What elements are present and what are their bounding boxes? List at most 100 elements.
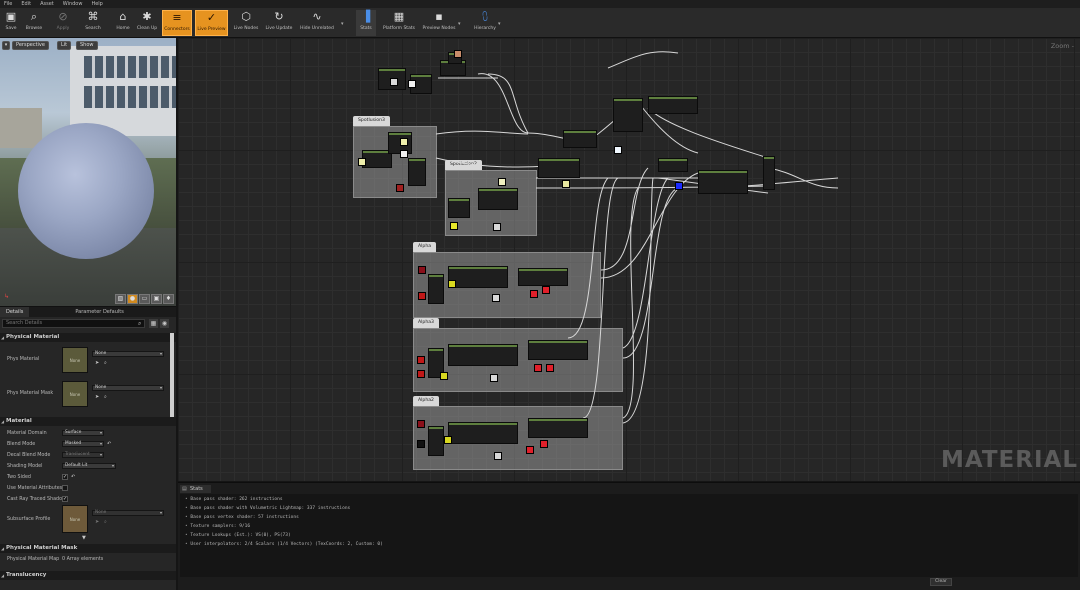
search-icon: ⌕ <box>138 320 142 327</box>
save-button[interactable]: ▣ Save <box>2 10 20 36</box>
phys-material-mask-thumbnail[interactable]: None <box>62 381 88 407</box>
clear-button[interactable]: Clear <box>930 578 952 586</box>
expand-chevron-icon[interactable]: ▼ <box>82 535 86 541</box>
material-node[interactable] <box>563 130 597 148</box>
details-search-input[interactable]: Search Details <box>2 319 145 328</box>
material-domain-dropdown[interactable]: Surface <box>62 430 104 436</box>
cube-preview-icon[interactable]: ▣ <box>151 294 162 304</box>
material-node[interactable] <box>362 150 392 168</box>
section-physical-material[interactable]: Physical Material <box>0 333 176 342</box>
reset-to-default-icon[interactable]: ↶ <box>71 474 76 480</box>
texture-sample-swatch <box>526 446 534 454</box>
apply-button[interactable]: ⊘ Apply <box>56 10 70 31</box>
comment-title[interactable]: Spotlusion3 <box>353 116 390 126</box>
material-node[interactable] <box>538 158 580 178</box>
home-button[interactable]: ⌂ Home <box>116 10 130 31</box>
lit-button[interactable]: Lit <box>57 41 72 50</box>
phys-material-thumbnail[interactable]: None <box>62 347 88 373</box>
sphere-preview-icon[interactable]: ● <box>127 294 138 304</box>
live-preview-button[interactable]: ✓ Live Preview <box>195 10 228 36</box>
live-update-button[interactable]: ↻ Live Update <box>265 10 293 31</box>
material-node[interactable] <box>428 426 444 456</box>
preview-nodes-button[interactable]: ▪ Preview Nodes <box>422 10 456 31</box>
wire <box>637 101 699 154</box>
wire <box>600 172 699 279</box>
search-button[interactable]: ⌘ Search <box>85 10 101 31</box>
material-node[interactable] <box>408 158 426 186</box>
comment-title[interactable]: Alpha <box>413 242 437 252</box>
two-sided-checkbox[interactable]: ✓ <box>62 474 68 480</box>
material-node[interactable] <box>448 266 508 288</box>
live-nodes-button[interactable]: ⬡ Live Nodes <box>233 10 259 31</box>
blend-mode-dropdown[interactable]: Masked <box>62 441 104 447</box>
material-node[interactable] <box>528 340 588 360</box>
eye-icon[interactable]: ◉ <box>160 319 169 328</box>
tab-details[interactable]: Details <box>0 307 30 317</box>
menu-asset[interactable]: Asset <box>40 1 54 7</box>
preview-viewport[interactable]: ▾ Perspective Lit Show ↳ ▧ ● ▭ ▣ ♦ <box>0 38 176 306</box>
material-node[interactable] <box>448 198 470 218</box>
decal-blend-mode-dropdown[interactable]: Translucent <box>62 452 104 458</box>
show-button[interactable]: Show <box>76 41 98 50</box>
tab-parameter-defaults[interactable]: Parameter Defaults <box>75 309 124 315</box>
shading-model-dropdown[interactable]: Default Lit <box>62 463 116 469</box>
comment-title[interactable]: Alpha2 <box>413 396 439 406</box>
material-node[interactable] <box>428 274 444 304</box>
use-selected-arrow-icon[interactable]: ➤ <box>95 360 100 366</box>
menu-file[interactable]: File <box>4 1 13 7</box>
comment-title[interactable]: Alpha3 <box>413 318 439 328</box>
platform-stats-button[interactable]: ▦ Platform Stats <box>383 10 415 31</box>
tab-stats[interactable]: Stats <box>180 485 211 493</box>
subsurface-profile-thumbnail[interactable]: None <box>62 505 88 533</box>
hide-unrelated-dropdown-icon[interactable]: ▾ <box>341 21 344 27</box>
browse-asset-icon[interactable]: ⌕ <box>104 519 107 525</box>
cast-ray-traced-shadow-checkbox[interactable]: ✓ <box>62 496 68 502</box>
preview-nodes-dropdown-icon[interactable]: ▾ <box>458 21 461 27</box>
hierarchy-button[interactable]: ⩇ Hierarchy <box>474 10 496 31</box>
viewport-menu-icon[interactable]: ▾ <box>2 41 10 50</box>
material-node[interactable] <box>698 170 748 194</box>
browse-button[interactable]: ⌕ Browse <box>25 10 43 31</box>
section-translucency[interactable]: Translucency <box>0 571 176 580</box>
use-selected-arrow-icon[interactable]: ➤ <box>95 519 100 525</box>
material-node[interactable] <box>518 268 568 286</box>
browse-asset-icon[interactable]: ⌕ <box>104 360 107 366</box>
material-node[interactable] <box>478 188 518 210</box>
material-node[interactable] <box>648 96 698 114</box>
material-output-node[interactable] <box>763 156 775 190</box>
phys-material-mask-dropdown[interactable]: None <box>92 385 164 391</box>
material-node[interactable] <box>528 418 588 438</box>
phys-material-dropdown[interactable]: None <box>92 351 164 357</box>
material-node[interactable] <box>448 344 518 366</box>
material-graph-canvas[interactable]: Zoom - Spotlusion3 Spotlusion2 Alpha Alp… <box>178 38 1080 481</box>
material-node[interactable] <box>448 422 518 444</box>
wire <box>477 73 529 134</box>
comment-title[interactable]: Spotlusion2 <box>445 160 482 170</box>
clean-up-button[interactable]: ✱ Clean Up <box>136 10 158 31</box>
subsurface-profile-dropdown[interactable]: None <box>92 510 164 516</box>
hierarchy-dropdown-icon[interactable]: ▾ <box>498 21 501 27</box>
property-matrix-icon[interactable]: ▦ <box>149 319 158 328</box>
menu-edit[interactable]: Edit <box>21 1 32 7</box>
material-node[interactable] <box>658 158 688 172</box>
section-material[interactable]: Material <box>0 417 176 426</box>
cylinder-preview-icon[interactable]: ▧ <box>115 294 126 304</box>
hide-unrelated-button[interactable]: ∿ Hide Unrelated <box>300 10 334 31</box>
browse-asset-icon[interactable]: ⌕ <box>104 394 107 400</box>
menu-help[interactable]: Help <box>91 1 103 7</box>
use-selected-arrow-icon[interactable]: ➤ <box>95 394 100 400</box>
reset-to-default-icon[interactable]: ↶ <box>107 441 112 447</box>
apply-icon: ⊘ <box>58 10 68 23</box>
teapot-preview-icon[interactable]: ♦ <box>163 294 174 304</box>
menu-window[interactable]: Window <box>62 1 83 7</box>
connectors-button[interactable]: ≡ Connectors <box>162 10 192 36</box>
material-node[interactable] <box>428 348 444 378</box>
stats-button[interactable]: ▐ Stats <box>356 10 376 36</box>
stat-line: Base pass shader: 262 instructions <box>185 497 282 502</box>
section-physical-material-mask[interactable]: Physical Material Mask <box>0 544 176 553</box>
details-scrollbar[interactable] <box>170 333 174 417</box>
use-material-attributes-checkbox[interactable] <box>62 485 68 491</box>
material-node[interactable] <box>613 98 643 132</box>
plane-preview-icon[interactable]: ▭ <box>139 294 150 304</box>
perspective-button[interactable]: Perspective <box>12 41 49 50</box>
